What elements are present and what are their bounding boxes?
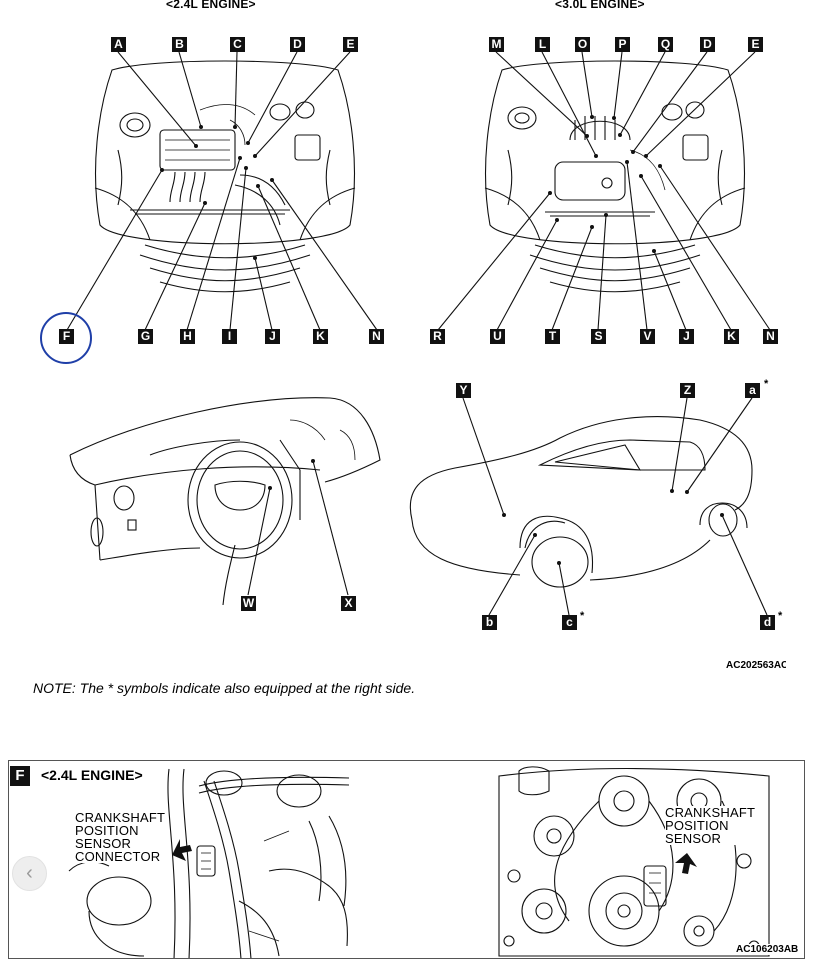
label-e-3-0l: E (748, 37, 763, 52)
label-a-lower: a (745, 383, 760, 398)
label-y: Y (456, 383, 471, 398)
asterisk-d: * (778, 610, 783, 622)
chevron-left-icon: ‹ (26, 862, 33, 884)
label-o: O (575, 37, 590, 52)
label-z: Z (680, 383, 695, 398)
label-j: J (265, 329, 280, 344)
leader-lines-interior-car (247, 397, 768, 616)
asterisk-note: NOTE: The * symbols indicate also equipp… (33, 680, 416, 696)
label-r: R (430, 329, 445, 344)
label-c: C (230, 37, 245, 52)
label-b-lower: b (482, 615, 497, 630)
label-c-lower: c (562, 615, 577, 630)
figure-code-bottom: AC106203AB (734, 944, 801, 955)
asterisk-a: * (764, 378, 769, 390)
label-e: E (343, 37, 358, 52)
detail-panel-f: F <2.4L ENGINE> CRANKSHAFT POSITION SENS… (8, 760, 805, 959)
location-diagram-art (40, 51, 771, 616)
label-q: Q (658, 37, 673, 52)
label-b: B (172, 37, 187, 52)
label-n: N (369, 329, 384, 344)
label-f: F (59, 329, 74, 344)
previous-image-button[interactable]: ‹ (12, 856, 47, 891)
label-u: U (490, 329, 505, 344)
label-w: W (241, 596, 256, 611)
label-x: X (341, 596, 356, 611)
label-d: D (290, 37, 305, 52)
label-m: M (489, 37, 504, 52)
dashboard-interior-drawing (69, 397, 381, 606)
crankshaft-sensor-connector-label: CRANKSHAFT POSITION SENSOR CONNECTOR (75, 810, 166, 864)
label-n-3-0l: N (763, 329, 778, 344)
label-d-3-0l: D (700, 37, 715, 52)
detail-title: <2.4L ENGINE> (39, 767, 145, 783)
label-j-3-0l: J (679, 329, 694, 344)
figure-code-top: AC202563AC (726, 660, 786, 671)
label-d-lower: d (760, 615, 775, 630)
label-g: G (138, 329, 153, 344)
label-k: K (313, 329, 328, 344)
label-l: L (535, 37, 550, 52)
engine-3-0l-header: <3.0L ENGINE> (555, 0, 645, 11)
label-t: T (545, 329, 560, 344)
label-s: S (591, 329, 606, 344)
crankshaft-sensor-label: CRANKSHAFT POSITION SENSOR (665, 805, 756, 846)
label-v: V (640, 329, 655, 344)
label-i: I (222, 329, 237, 344)
label-a: A (111, 37, 126, 52)
engine-2-4l-header: <2.4L ENGINE> (166, 0, 256, 11)
label-h: H (180, 329, 195, 344)
asterisk-c: * (580, 610, 585, 622)
car-body-drawing (409, 416, 753, 588)
engine-bay-3-0l-drawing (484, 60, 746, 293)
leader-lines-3-0l (437, 51, 771, 331)
engine-bay-2-4l-drawing (94, 60, 356, 293)
label-k-3-0l: K (724, 329, 739, 344)
label-p: P (615, 37, 630, 52)
highlight-circle (40, 312, 92, 364)
detail-line-art (68, 766, 770, 958)
leader-lines-2-4l (66, 51, 378, 331)
detail-label-f: F (10, 766, 30, 786)
